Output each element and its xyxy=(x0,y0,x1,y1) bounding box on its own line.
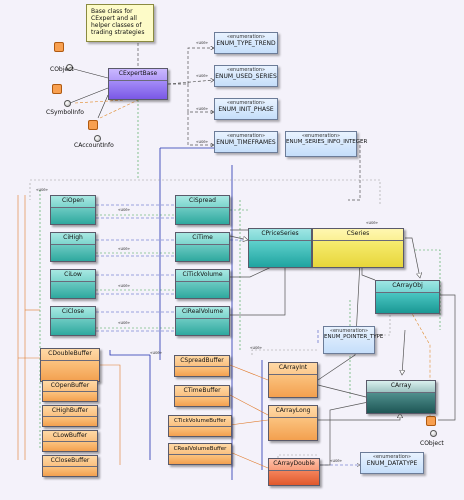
package-icon xyxy=(52,84,62,94)
note-text: Base class for CExpert and all helper cl… xyxy=(91,8,145,36)
use-label: «use» xyxy=(118,246,130,251)
class-name: CExpertBase xyxy=(118,70,158,77)
enum-datatype[interactable]: «enumeration» ENUM_DATATYPE xyxy=(360,452,424,474)
enum-used-series[interactable]: «enumeration» ENUM_USED_SERIES xyxy=(214,65,278,87)
package-icon xyxy=(54,42,64,52)
class-ciclose[interactable]: CiClose xyxy=(50,306,96,336)
enum-name: ENUM_TIMEFRAMES xyxy=(216,139,276,146)
enum-series-info-integer[interactable]: «enumeration» ENUM_SERIES_INFO_INTEGER xyxy=(285,131,368,157)
class-citime[interactable]: CiTime xyxy=(175,232,230,262)
lollipop-label-caccountinfo: CAccountInfo xyxy=(74,142,114,149)
package-icon xyxy=(88,120,98,130)
enum-name: ENUM_TYPE_TREND xyxy=(216,40,276,47)
use-label: «use» xyxy=(36,187,48,192)
class-crealvolumebuffer[interactable]: CRealVolumeBuffer xyxy=(168,443,232,465)
class-carrayobj[interactable]: CArrayObj xyxy=(375,280,440,314)
class-ctimebuffer[interactable]: CTimeBuffer xyxy=(174,385,230,407)
class-citickvolume[interactable]: CiTickVolume xyxy=(175,269,230,299)
note: Base class for CExpert and all helper cl… xyxy=(86,4,154,42)
class-cspreadbuffer[interactable]: CSpreadBuffer xyxy=(174,355,230,377)
use-label: «use» xyxy=(196,73,208,78)
class-cdoublebuffer[interactable]: CDoubleBuffer xyxy=(40,348,100,382)
use-label: «use» xyxy=(118,283,130,288)
enum-name: ENUM_SERIES_INFO_INTEGER xyxy=(286,139,368,145)
class-ciopen[interactable]: CiOpen xyxy=(50,195,96,225)
class-carrayint[interactable]: CArrayInt xyxy=(268,362,318,398)
interface-lollipop-icon xyxy=(66,64,73,71)
use-label: «use» xyxy=(196,40,208,45)
class-cirealvolume[interactable]: CiRealVolume xyxy=(175,306,230,336)
enum-name: ENUM_POINTER_TYPE xyxy=(324,334,384,340)
use-label: «use» xyxy=(250,345,262,350)
interface-lollipop-icon xyxy=(64,100,71,107)
use-label: «use» xyxy=(118,207,130,212)
class-cpriceseries[interactable]: CPriceSeries xyxy=(248,228,312,268)
use-label: «use» xyxy=(196,139,208,144)
lollipop-label-csymbolinfo: CSymbolInfo xyxy=(46,109,84,116)
class-ctickvolumebuffer[interactable]: CTickVolumeBuffer xyxy=(168,415,232,437)
interface-lollipop-icon xyxy=(94,135,101,142)
class-carray[interactable]: CArray xyxy=(366,380,436,414)
use-label: «use» xyxy=(118,320,130,325)
use-label: «use» xyxy=(196,106,208,111)
class-cclosebuffer[interactable]: CCloseBuffer xyxy=(42,455,98,477)
lollipop-label-cobject: CObject xyxy=(50,66,74,73)
enum-init-phase[interactable]: «enumeration» ENUM_INIT_PHASE xyxy=(214,98,278,120)
enum-name: ENUM_INIT_PHASE xyxy=(218,106,274,113)
class-clowbuffer[interactable]: CLowBuffer xyxy=(42,430,98,452)
use-label: «use» xyxy=(150,350,162,355)
class-chighbuffer[interactable]: CHighBuffer xyxy=(42,405,98,427)
class-cexpertbase[interactable]: CExpertBase xyxy=(108,68,168,100)
lollipop-label-cobject-right: CObject xyxy=(420,440,444,447)
package-icon xyxy=(426,416,436,426)
use-label: «use» xyxy=(366,220,378,225)
enum-name: ENUM_USED_SERIES xyxy=(215,73,277,80)
enum-timeframes[interactable]: «enumeration» ENUM_TIMEFRAMES xyxy=(214,131,278,153)
class-carraylong[interactable]: CArrayLong xyxy=(268,405,318,441)
use-label: «use» xyxy=(330,458,342,463)
class-cseries[interactable]: CSeries xyxy=(312,228,404,268)
enum-pointer-type[interactable]: «enumeration» ENUM_POINTER_TYPE xyxy=(323,326,384,354)
interface-lollipop-icon xyxy=(430,430,437,437)
class-cilow[interactable]: CiLow xyxy=(50,269,96,299)
class-cispread[interactable]: CiSpread xyxy=(175,195,230,225)
class-copenbuffer[interactable]: COpenBuffer xyxy=(42,380,98,402)
enum-type-trend[interactable]: «enumeration» ENUM_TYPE_TREND xyxy=(214,32,278,54)
enum-name: ENUM_DATATYPE xyxy=(366,460,418,467)
class-carraydouble[interactable]: CArrayDouble xyxy=(268,458,320,486)
class-cihigh[interactable]: CiHigh xyxy=(50,232,96,262)
